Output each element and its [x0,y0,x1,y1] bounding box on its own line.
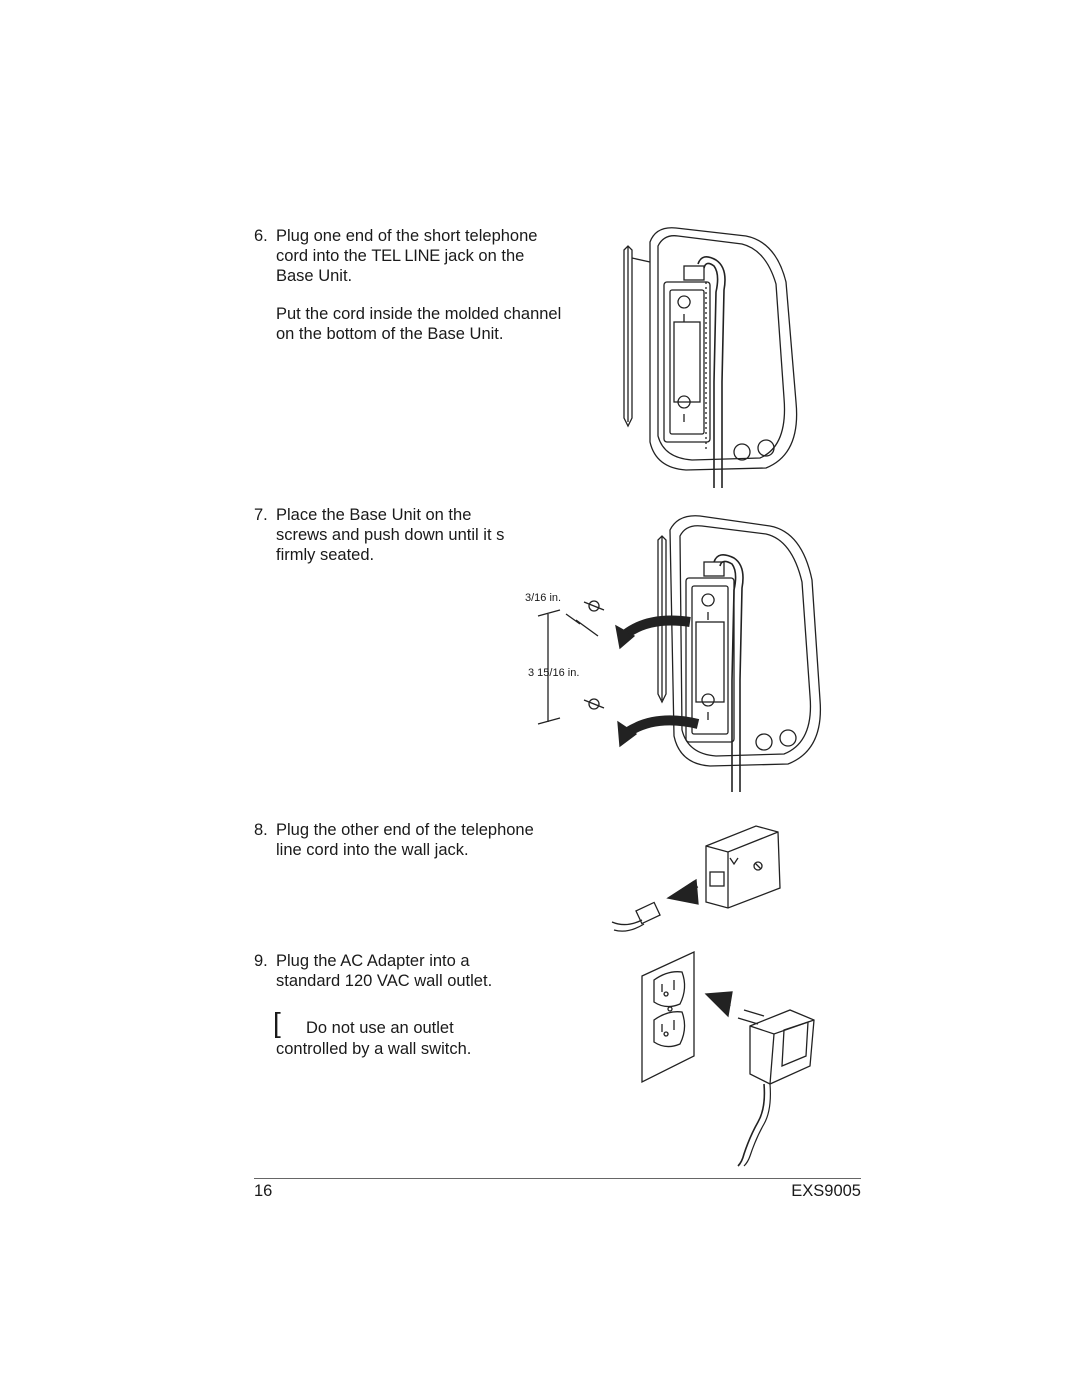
step-6-note-line-2: on the bottom of the Base Unit. [276,325,504,343]
base-unit-cord-illustration [606,222,806,494]
step-7: 7. Place the Base Unit on the screws and… [254,505,554,569]
step-7-line-3: firmly seated. [276,546,375,564]
mounting-on-screws-illustration [520,510,830,795]
warning-bracket-icon: [ [273,1007,281,1038]
step-7-number: 7. [254,506,268,524]
step-6-line-2-pre: cord into the [276,247,372,265]
step-6-line-2-post: jack on the [439,247,525,265]
wall-jack-illustration [606,818,786,943]
step-6-number: 6. [254,227,268,245]
step-6: 6. Plug one end of the short telephone c… [254,226,594,346]
step-9: 9. Plug the AC Adapter into a standard 1… [254,951,574,1061]
step-9-warning-line-2: controlled by a wall switch. [276,1040,472,1058]
dimension-label-spacing: 3 15/16 in. [528,667,580,679]
step-7-line-2: screws and push down until it s [276,526,505,544]
step-9-line-2: standard 120 VAC wall outlet. [276,972,493,990]
step-8-number: 8. [254,821,268,839]
footer-rule [254,1178,861,1179]
step-6-note-line-1: Put the cord inside the molded channel [276,305,562,323]
step-6-line-2: cord into the TEL LINE jack on the [276,246,524,266]
model-number: EXS9005 [791,1182,861,1200]
page-number: 16 [254,1182,273,1200]
tel-line-jack-label: TEL LINE [371,247,440,265]
step-8: 8. Plug the other end of the telephone l… [254,820,574,864]
step-9-warning-line-1: Do not use an outlet [306,1019,454,1037]
step-7-line-1: Place the Base Unit on the [276,506,472,524]
step-8-line-2: line cord into the wall jack. [276,841,469,859]
step-6-line-3: Base Unit. [276,267,353,285]
dimension-label-top: 3/16 in. [525,592,562,604]
step-9-number: 9. [254,952,268,970]
outlet-and-adapter-illustration [640,948,820,1168]
step-6-line-1: Plug one end of the short telephone [276,227,538,245]
step-8-line-1: Plug the other end of the telephone [276,821,534,839]
step-9-line-1: Plug the AC Adapter into a [276,952,470,970]
